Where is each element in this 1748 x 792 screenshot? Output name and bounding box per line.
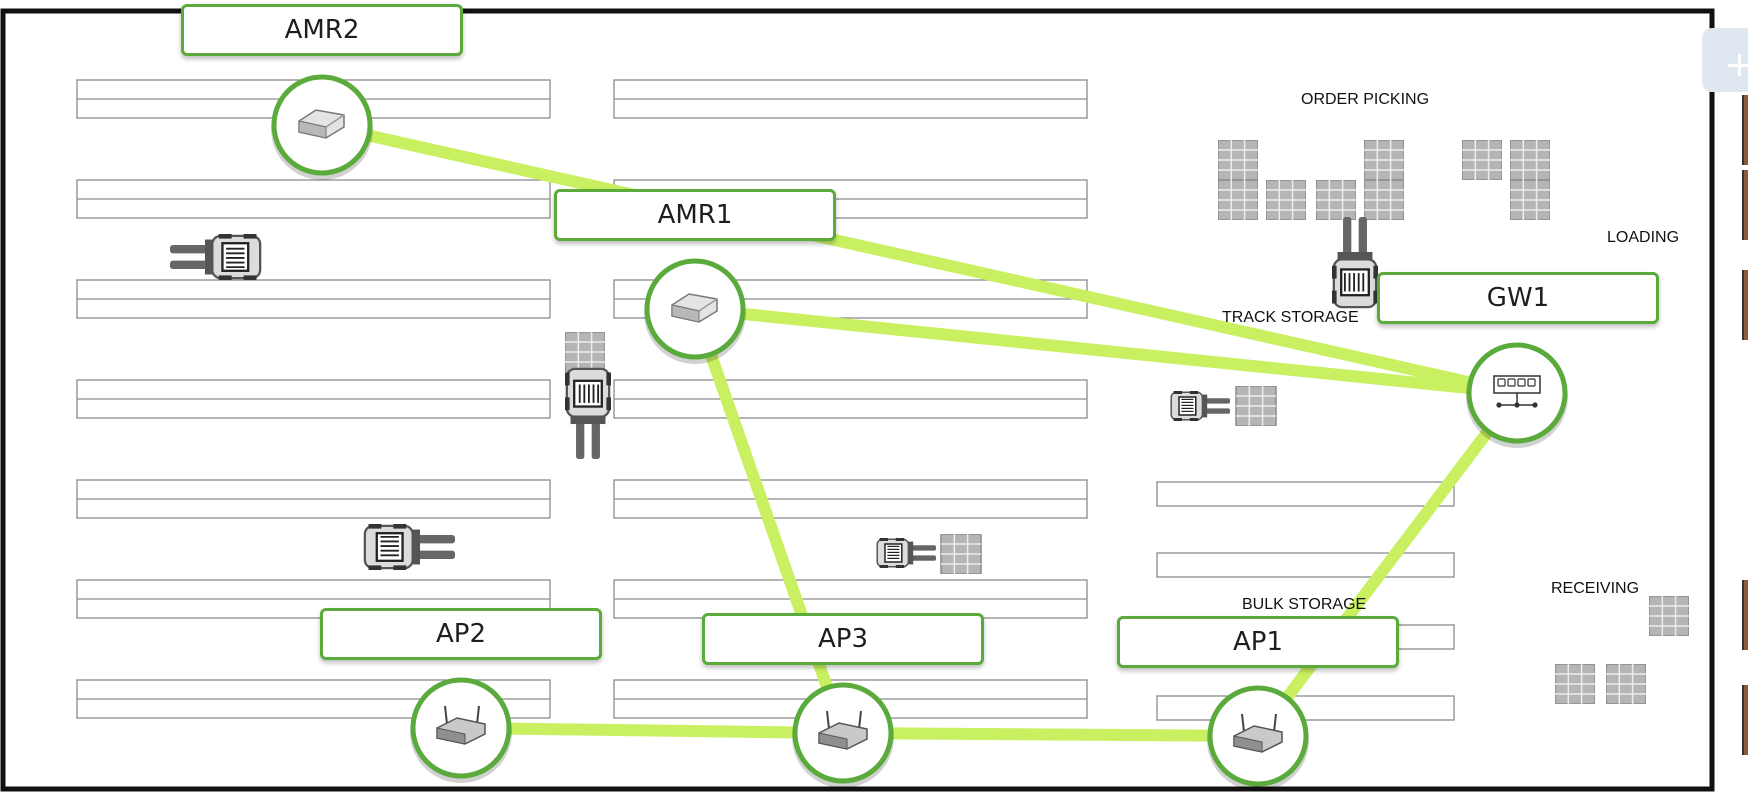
- switch-port: [1497, 378, 1506, 387]
- pallet-stack: [1316, 180, 1356, 220]
- zone-label-receiving: RECEIVING: [1551, 580, 1640, 597]
- pallet-stack: [1364, 140, 1404, 180]
- pallet-stack: [1266, 180, 1306, 220]
- router-front: [1233, 735, 1263, 753]
- router-antenna: [476, 705, 480, 725]
- network-link: [1252, 387, 1523, 742]
- bulk-rack: [1156, 481, 1455, 507]
- switch-port: [1517, 378, 1526, 387]
- edge-thumbnail[interactable]: [1742, 170, 1748, 240]
- network-link: [455, 722, 849, 739]
- node-label-amr1[interactable]: AMR1: [554, 189, 836, 241]
- node-label-ap1[interactable]: AP1: [1117, 616, 1399, 668]
- switch-node: [1514, 402, 1520, 408]
- edge-thumbnail[interactable]: [1742, 685, 1748, 755]
- bulk-rack: [1156, 695, 1455, 721]
- node-ap3[interactable]: [792, 682, 894, 788]
- pallet-stack: [1218, 180, 1258, 220]
- robot-icon: [298, 109, 345, 139]
- router-icon: [1233, 713, 1283, 753]
- node-label-gw1[interactable]: GW1: [1377, 272, 1659, 324]
- switch-port: [1527, 378, 1536, 387]
- node-label-ap2[interactable]: AP2: [320, 608, 602, 660]
- network-link: [837, 727, 1264, 742]
- zone-label-loading: LOADING: [1607, 229, 1680, 246]
- router-antenna: [826, 710, 830, 730]
- node-gw1[interactable]: [1466, 342, 1568, 448]
- add-shape-tab[interactable]: [1702, 28, 1748, 92]
- router-antenna: [1273, 713, 1277, 733]
- zone-label-bulk-storage: BULK STORAGE: [1242, 596, 1367, 613]
- node-label-amr2[interactable]: AMR2: [181, 4, 463, 56]
- pallet-stack: [1606, 664, 1646, 704]
- pallet-stack: [565, 332, 605, 372]
- pallet-stack: [1235, 386, 1277, 426]
- robot-side: [298, 120, 327, 139]
- pallet-stack: [1364, 180, 1404, 220]
- router-icon: [818, 710, 868, 750]
- plus-icon: [1728, 54, 1748, 76]
- pallet-stack: [1462, 140, 1502, 180]
- edge-thumbnail[interactable]: [1742, 270, 1748, 340]
- router-icon: [436, 705, 486, 745]
- router-antenna: [1241, 713, 1245, 733]
- router-antenna: [444, 705, 448, 725]
- node-amr2[interactable]: [271, 74, 373, 180]
- robot-side: [671, 304, 700, 323]
- robot-icon: [671, 293, 718, 323]
- edge-thumbnail[interactable]: [1742, 580, 1748, 650]
- node-ap2[interactable]: [410, 677, 512, 783]
- pallet-stack: [940, 534, 982, 574]
- network-link: [689, 303, 1523, 399]
- node-label-ap3[interactable]: AP3: [702, 613, 984, 665]
- pallet-stack: [1218, 140, 1258, 180]
- edge-thumbnail[interactable]: [1742, 95, 1748, 165]
- node-amr1[interactable]: [644, 258, 746, 364]
- bulk-rack: [1156, 552, 1455, 578]
- network-switch-icon: [1493, 375, 1541, 408]
- zone-label-track-storage: TRACK STORAGE: [1222, 309, 1359, 326]
- storage-racks: [76, 79, 1455, 721]
- pallet-stack: [1649, 596, 1689, 636]
- router-antenna: [858, 710, 862, 730]
- zone-label-order-picking: ORDER PICKING: [1301, 91, 1430, 108]
- switch-node: [1496, 402, 1502, 408]
- pallet-stack: [1555, 664, 1595, 704]
- router-front: [436, 727, 466, 745]
- network-link: [316, 119, 1523, 399]
- switch-port: [1507, 378, 1516, 387]
- network-nodes: [271, 74, 1568, 791]
- pallet-stack: [1510, 140, 1550, 180]
- switch-node: [1532, 402, 1538, 408]
- pallet-stack: [1510, 180, 1550, 220]
- router-front: [818, 732, 848, 750]
- node-ap1[interactable]: [1207, 685, 1309, 791]
